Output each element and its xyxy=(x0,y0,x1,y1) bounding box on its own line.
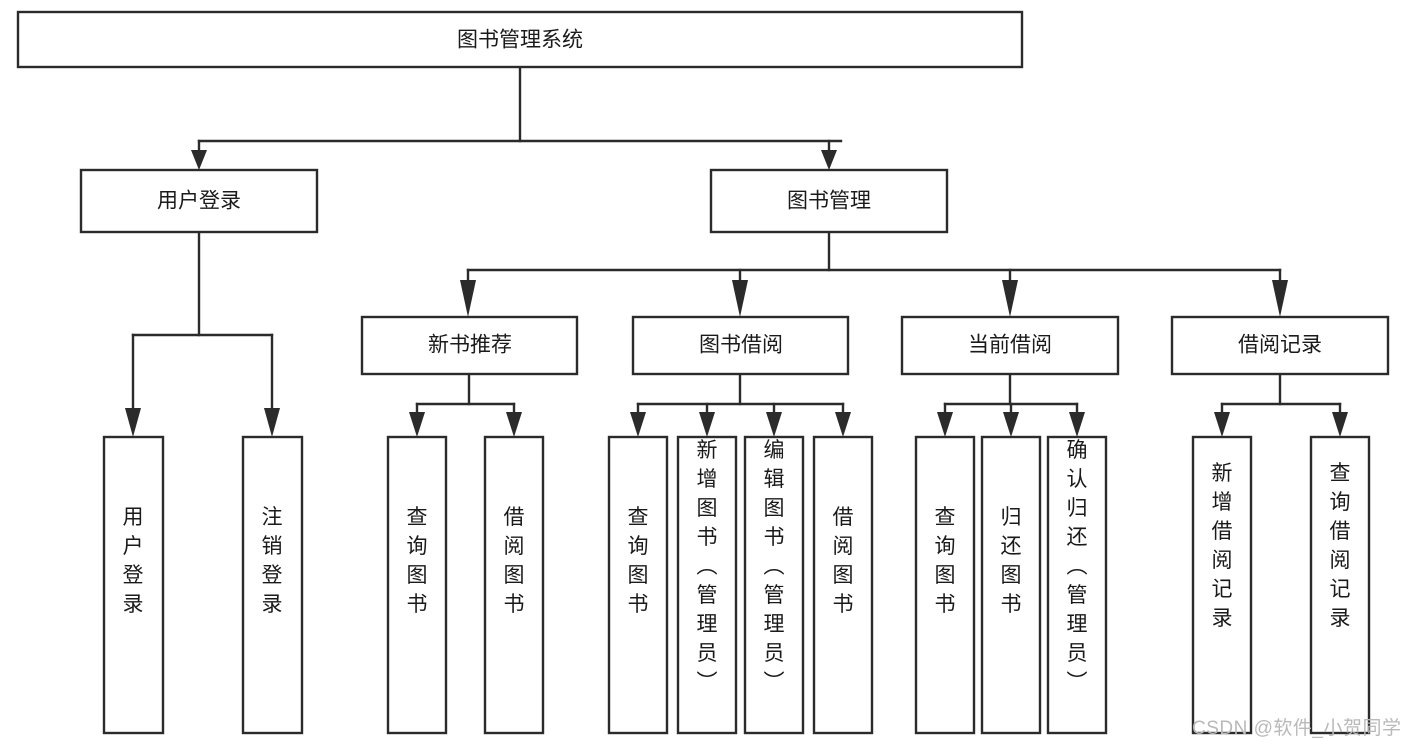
node-book-manage-label: 图书管理 xyxy=(787,190,871,213)
node-root[interactable]: 图书管理系统 xyxy=(16,10,1024,69)
node-new-book-rec[interactable]: 新书推荐 xyxy=(360,315,579,376)
arrow-ul-to-leaf-user-login xyxy=(125,408,141,437)
node-leaf-borrow-book-2-box[interactable] xyxy=(812,435,874,735)
node-leaf-confirm-return-box[interactable] xyxy=(1046,435,1108,735)
node-leaf-add-book[interactable]: 新增图书︵管理员︶ xyxy=(676,435,738,735)
node-user-login-label: 用户登录 xyxy=(157,190,241,213)
node-leaf-query-book-1[interactable]: 查询图书 xyxy=(386,435,448,735)
arrow-bb-to-add-book xyxy=(699,412,715,437)
node-leaf-query-book-2-box[interactable] xyxy=(607,435,669,735)
node-leaf-query-book-1-label: 查询图书 xyxy=(407,506,428,616)
node-leaf-return-book[interactable]: 归还图书 xyxy=(980,435,1042,735)
node-leaf-user-login[interactable]: 用户登录 xyxy=(102,435,165,735)
node-leaf-query-book-3-label: 查询图书 xyxy=(935,506,956,616)
node-leaf-return-book-box[interactable] xyxy=(980,435,1042,735)
arrow-bb-to-edit-book xyxy=(766,412,782,437)
node-book-manage-box[interactable] xyxy=(709,168,949,234)
node-leaf-logout-box[interactable] xyxy=(241,435,304,735)
arrow-cb-to-confirm-return xyxy=(1069,412,1085,437)
node-root-label: 图书管理系统 xyxy=(457,29,583,52)
node-leaf-add-record-box[interactable] xyxy=(1191,435,1253,735)
node-borrow-record[interactable]: 借阅记录 xyxy=(1170,315,1390,376)
arrow-bm-to-newbook xyxy=(460,280,476,317)
node-user-login[interactable]: 用户登录 xyxy=(79,168,319,234)
node-leaf-query-record-box[interactable] xyxy=(1309,435,1371,735)
node-leaf-return-book-label: 归还图书 xyxy=(1001,506,1022,616)
arrow-cb-to-query-book xyxy=(937,412,953,437)
node-book-borrow-box[interactable] xyxy=(631,315,850,376)
connector-layer xyxy=(125,65,1348,437)
node-current-borrow-label: 当前借阅 xyxy=(968,334,1052,357)
node-leaf-confirm-return-label: 确认归还︵管理员︶ xyxy=(1067,439,1088,694)
node-leaf-borrow-book-1-box[interactable] xyxy=(483,435,545,735)
node-leaf-edit-book[interactable]: 编辑图书︵管理员︶ xyxy=(743,435,805,735)
node-borrow-record-label: 借阅记录 xyxy=(1238,334,1322,357)
node-layer: 图书管理系统 用户登录 图书管理 新书推荐 图书借阅 当前 xyxy=(16,10,1390,735)
node-root-box[interactable] xyxy=(16,10,1024,69)
node-user-login-box[interactable] xyxy=(79,168,319,234)
node-leaf-query-book-2-label: 查询图书 xyxy=(628,506,649,616)
node-leaf-borrow-book-1-label: 借阅图书 xyxy=(504,506,525,616)
node-leaf-add-book-label: 新增图书︵管理员︶ xyxy=(697,439,718,694)
arrow-root-to-book-manage xyxy=(821,150,837,170)
node-leaf-edit-book-box[interactable] xyxy=(743,435,805,735)
arrow-bm-to-currentborrow xyxy=(1002,280,1018,317)
node-new-book-rec-label: 新书推荐 xyxy=(428,334,512,357)
arrow-bm-to-borrowrecord xyxy=(1272,280,1288,317)
arrow-nb-to-borrow-book xyxy=(506,412,522,437)
node-current-borrow[interactable]: 当前借阅 xyxy=(900,315,1120,376)
node-leaf-query-book-3-box[interactable] xyxy=(914,435,976,735)
node-book-borrow-label: 图书借阅 xyxy=(699,334,783,357)
node-leaf-add-record-label: 新增借阅记录 xyxy=(1212,462,1233,630)
node-leaf-query-book-3[interactable]: 查询图书 xyxy=(914,435,976,735)
node-leaf-query-record-label: 查询借阅记录 xyxy=(1330,462,1351,630)
node-leaf-logout-label: 注销登录 xyxy=(262,506,283,616)
arrow-bm-to-bookborrow xyxy=(732,280,748,317)
arrow-br-to-add-record xyxy=(1214,412,1230,437)
node-leaf-add-book-box[interactable] xyxy=(676,435,738,735)
node-leaf-user-login-label: 用户登录 xyxy=(123,506,144,616)
node-leaf-edit-book-label: 编辑图书︵管理员︶ xyxy=(764,439,785,694)
arrow-bb-to-query-book xyxy=(630,412,646,437)
node-book-manage[interactable]: 图书管理 xyxy=(709,168,949,234)
node-leaf-user-login-box[interactable] xyxy=(102,435,165,735)
arrow-bb-to-borrow-book xyxy=(835,412,851,437)
node-leaf-borrow-book-2[interactable]: 借阅图书 xyxy=(812,435,874,735)
node-book-borrow[interactable]: 图书借阅 xyxy=(631,315,850,376)
node-current-borrow-box[interactable] xyxy=(900,315,1120,376)
node-leaf-query-record[interactable]: 查询借阅记录 xyxy=(1309,435,1371,735)
arrow-ul-to-leaf-logout xyxy=(264,408,280,437)
node-leaf-confirm-return[interactable]: 确认归还︵管理员︶ xyxy=(1046,435,1108,735)
node-borrow-record-box[interactable] xyxy=(1170,315,1390,376)
arrow-nb-to-query-book xyxy=(409,412,425,437)
node-leaf-borrow-book-2-label: 借阅图书 xyxy=(833,506,854,616)
arrow-br-to-query-record xyxy=(1332,412,1348,437)
arrow-cb-to-return-book xyxy=(1003,412,1019,437)
node-leaf-logout[interactable]: 注销登录 xyxy=(241,435,304,735)
arrow-root-to-user-login xyxy=(191,150,207,170)
node-leaf-query-book-2[interactable]: 查询图书 xyxy=(607,435,669,735)
node-leaf-add-record[interactable]: 新增借阅记录 xyxy=(1191,435,1253,735)
node-new-book-rec-box[interactable] xyxy=(360,315,579,376)
node-leaf-query-book-1-box[interactable] xyxy=(386,435,448,735)
node-leaf-borrow-book-1[interactable]: 借阅图书 xyxy=(483,435,545,735)
